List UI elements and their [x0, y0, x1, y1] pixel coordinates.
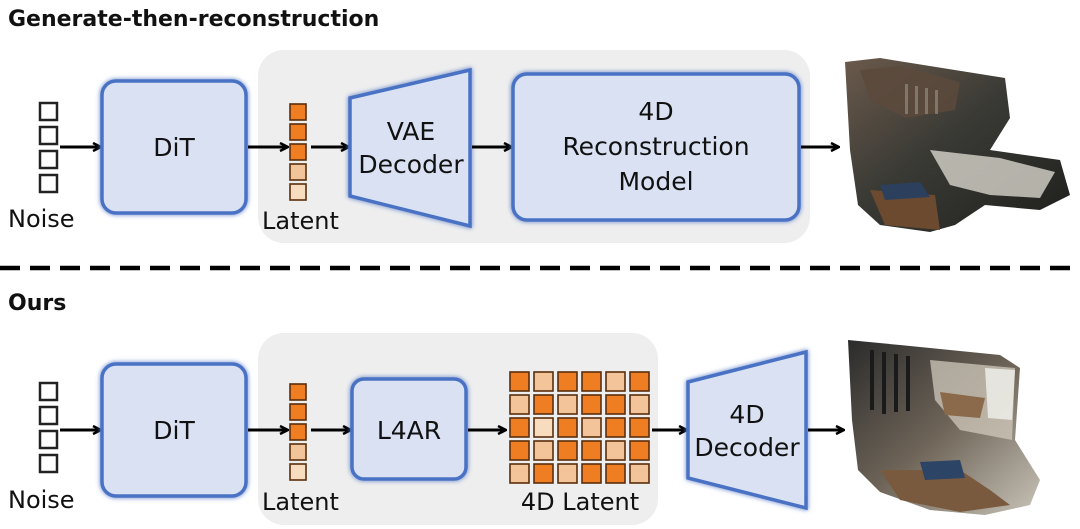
latent-grid-cell: [533, 440, 554, 461]
bottom-noise-icon: [38, 381, 59, 474]
bottom-l4ar-label: L4AR: [377, 416, 441, 445]
latent-grid-cell: [509, 394, 530, 415]
top-dit-box: [100, 79, 248, 215]
latent-grid-cell: [629, 463, 650, 484]
top-section-title: Generate-then-reconstruction: [8, 7, 379, 32]
top-vae-decoder-shape: [348, 67, 472, 229]
latent-grid-cell: [605, 463, 626, 484]
latent-grid-cell: [557, 417, 578, 438]
latent-cell: [289, 183, 307, 201]
latent-grid-cell: [629, 394, 650, 415]
latent-grid-cell: [605, 417, 626, 438]
top-dit-label: DiT: [153, 133, 195, 162]
bottom-dit-box: [100, 362, 248, 498]
top-recon-label-1: 4D: [638, 97, 673, 126]
top-vae-label-2: Decoder: [358, 150, 464, 179]
bottom-latent-column: [289, 383, 307, 481]
latent-cell: [289, 103, 307, 121]
4d-latent-grid: [509, 371, 650, 484]
latent-grid-cell: [509, 463, 530, 484]
latent-grid-cell: [557, 394, 578, 415]
latent-cell: [289, 123, 307, 141]
latent-grid-cell: [581, 371, 602, 392]
latent-grid-cell: [629, 440, 650, 461]
bottom-decoder-label-1: 4D: [729, 400, 764, 429]
top-noise-label: Noise: [8, 205, 75, 233]
bottom-decoder-label-2: Decoder: [694, 433, 800, 462]
bottom-section-title: Ours: [8, 291, 66, 316]
latent-cell: [289, 163, 307, 181]
latent-grid-cell: [581, 463, 602, 484]
latent-grid-cell: [557, 371, 578, 392]
latent-cell: [289, 143, 307, 161]
top-recon-box: [511, 72, 801, 222]
top-recon-label-3: Model: [618, 167, 693, 196]
bottom-pointcloud-image: [848, 340, 1040, 515]
latent-grid-cell: [533, 371, 554, 392]
latent-grid-cell: [605, 440, 626, 461]
latent-cell: [289, 423, 307, 441]
bottom-noise-label: Noise: [8, 486, 75, 514]
latent-grid-cell: [509, 440, 530, 461]
top-latent-label: Latent: [262, 207, 339, 235]
latent-grid-cell: [533, 463, 554, 484]
bottom-4d-decoder-shape: [686, 349, 808, 511]
latent-grid-cell: [557, 440, 578, 461]
bottom-4d-latent-label: 4D Latent: [521, 488, 639, 516]
latent-grid-cell: [581, 440, 602, 461]
latent-cell: [289, 463, 307, 481]
top-recon-label-2: Reconstruction: [562, 132, 749, 161]
latent-grid-cell: [557, 463, 578, 484]
top-noise-icon: [38, 101, 59, 194]
bottom-l4ar-box: [350, 377, 468, 481]
latent-grid-cell: [605, 394, 626, 415]
bottom-dit-label: DiT: [153, 416, 195, 445]
latent-grid-cell: [581, 394, 602, 415]
latent-grid-cell: [581, 417, 602, 438]
top-vae-label-1: VAE: [387, 117, 435, 146]
latent-cell: [289, 443, 307, 461]
latent-grid-cell: [533, 417, 554, 438]
bottom-latent-label: Latent: [262, 488, 339, 516]
latent-grid-cell: [533, 394, 554, 415]
latent-cell: [289, 383, 307, 401]
latent-grid-cell: [629, 417, 650, 438]
latent-cell: [289, 403, 307, 421]
latent-grid-cell: [509, 417, 530, 438]
top-pointcloud-image: [845, 58, 1070, 232]
top-latent-column: [289, 103, 307, 201]
latent-grid-cell: [509, 371, 530, 392]
latent-grid-cell: [629, 371, 650, 392]
latent-grid-cell: [605, 371, 626, 392]
